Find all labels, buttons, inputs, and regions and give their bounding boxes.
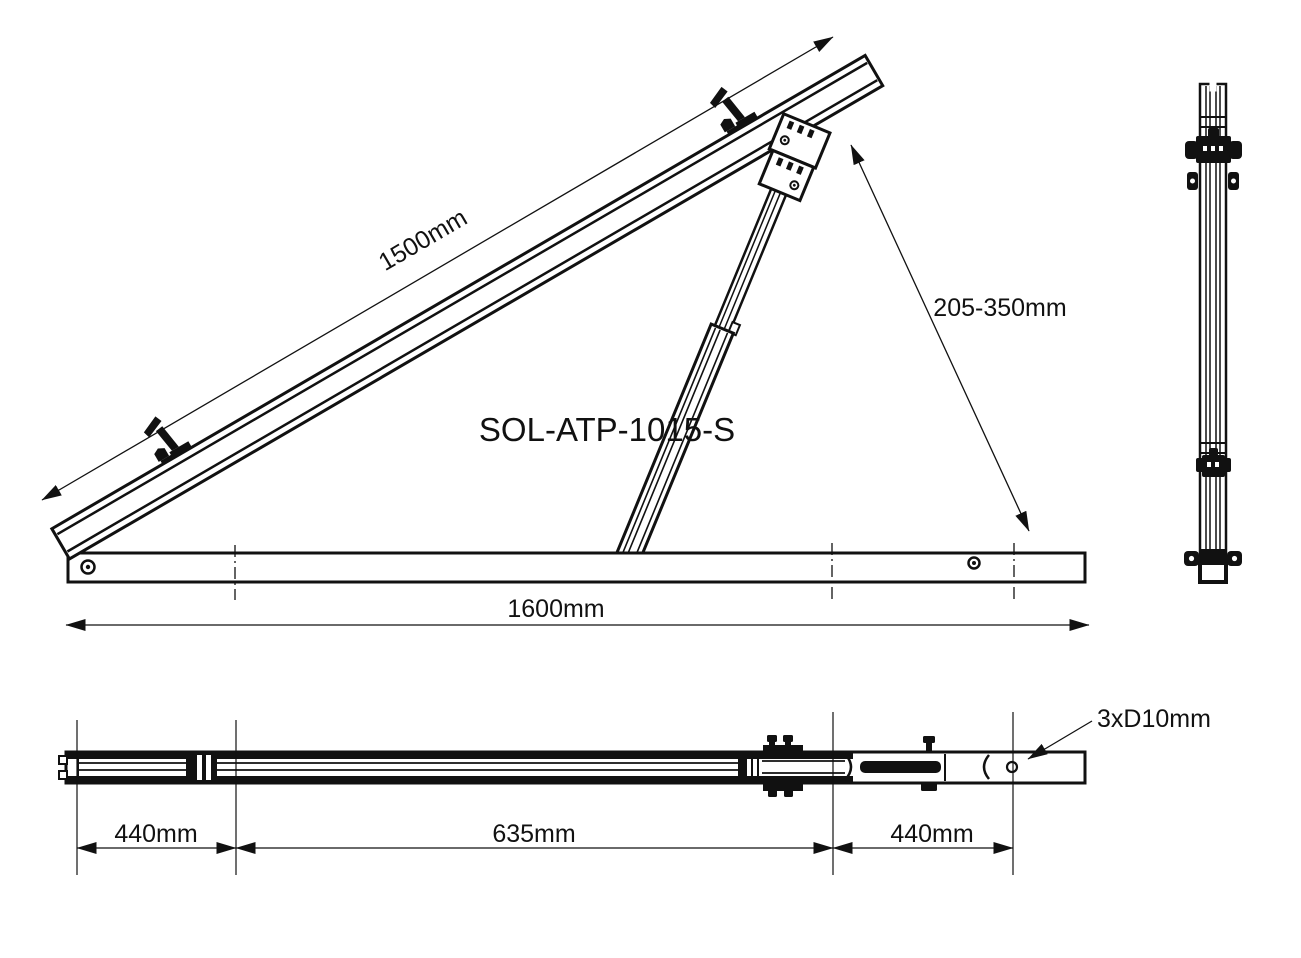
adjustable-leg <box>612 181 790 570</box>
dim-support-label: 205-350mm <box>933 294 1066 322</box>
model-label: SOL-ATP-1015-S <box>479 411 735 448</box>
dim-flat-right: 440mm <box>832 820 1014 854</box>
mounting-hole <box>1005 760 1019 774</box>
dim-rail-label: 1500mm <box>374 203 472 276</box>
flat-view: 440mm 635mm 440mm 3xD10mm <box>58 705 1211 875</box>
base-hinge-left <box>80 559 96 575</box>
end-view-mid-clamp <box>1196 448 1231 477</box>
end-view-foot <box>1184 549 1242 584</box>
main-view: 1500mm 205-350mm 1600mm SOL-ATP-1015-S <box>41 36 1090 631</box>
end-view <box>1184 82 1242 584</box>
dim-flat-middle: 635mm <box>235 820 834 854</box>
flat-joint-mid <box>738 752 759 783</box>
end-view-upper-clamp <box>1185 128 1242 190</box>
dim-flat-right-label: 440mm <box>890 820 973 848</box>
callout-holes-label: 3xD10mm <box>1097 705 1211 733</box>
panel-rail <box>49 53 885 562</box>
dim-base-1600: 1600mm <box>65 595 1090 631</box>
base-rail <box>66 551 1087 584</box>
extension-lines <box>76 712 1014 875</box>
callout-holes: 3xD10mm <box>1027 705 1211 760</box>
dim-support-range: 205-350mm <box>850 144 1067 532</box>
dim-flat-left: 440mm <box>76 820 237 854</box>
flat-leg-clamp <box>921 736 937 791</box>
flat-hinge-clamp <box>763 735 803 797</box>
centerlines <box>234 543 1015 602</box>
base-hinge-right <box>967 556 981 570</box>
dim-flat-middle-label: 635mm <box>492 820 575 848</box>
end-view-channel <box>1198 82 1228 584</box>
dim-flat-left-label: 440mm <box>114 820 197 848</box>
dim-base-label: 1600mm <box>507 595 604 623</box>
flat-joint-left <box>186 752 217 783</box>
